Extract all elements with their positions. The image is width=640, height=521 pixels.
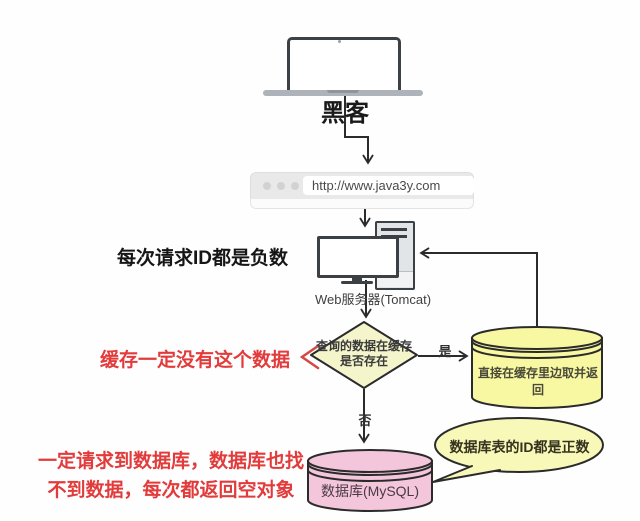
hacker-label: 黑客 <box>321 100 369 127</box>
database-miss-note: 一定请求到数据库，数据库也找 不到数据，每次都返回空对象 <box>30 447 312 505</box>
browser-dot-icon <box>263 182 271 190</box>
decision-label-line1: 查询的数据在缓存 <box>315 339 412 353</box>
browser-dot-icon <box>277 182 285 190</box>
monitor-stand-icon <box>352 275 362 281</box>
speech-bubble <box>432 417 604 483</box>
laptop-base-icon <box>263 90 423 96</box>
edge-no-label: 否 <box>358 413 372 428</box>
monitor-stand-base-icon <box>341 281 373 284</box>
database-label: 数据库(MySQL) <box>321 483 419 499</box>
server-label: Web服务器(Tomcat) <box>314 292 432 307</box>
decision-diamond <box>310 321 418 389</box>
cache-miss-note: 缓存一定没有这个数据 <box>99 350 290 371</box>
connector-cache-to-server <box>419 247 538 326</box>
database-miss-note-line1: 一定请求到数据库，数据库也找 <box>37 451 304 472</box>
database-cylinder-icon <box>307 449 433 512</box>
red-annotation-arrow-icon <box>299 344 320 370</box>
cache-cylinder-icon <box>471 326 603 409</box>
laptop-notch-icon <box>327 90 359 93</box>
connector-hacker-to-browser <box>344 92 374 165</box>
decision-label: 查询的数据在缓存 是否存在 <box>313 339 415 369</box>
request-id-note: 每次请求ID都是负数 <box>116 248 288 269</box>
bubble-label: 数据库表的ID都是正数 <box>449 439 590 455</box>
browser-dot-icon <box>291 182 299 190</box>
url-field: http://www.java3y.com <box>303 176 474 195</box>
laptop-icon <box>287 37 401 93</box>
server-monitor-icon <box>317 236 399 278</box>
cache-label: 直接在缓存里边取并返回 <box>477 366 598 397</box>
decision-label-line2: 是否存在 <box>339 354 388 368</box>
database-miss-note-line2: 不到数据，每次都返回空对象 <box>47 480 295 501</box>
laptop-camera-icon <box>338 40 341 43</box>
browser-toolbar-strip <box>250 199 474 209</box>
edge-yes-label: 是 <box>438 344 452 359</box>
